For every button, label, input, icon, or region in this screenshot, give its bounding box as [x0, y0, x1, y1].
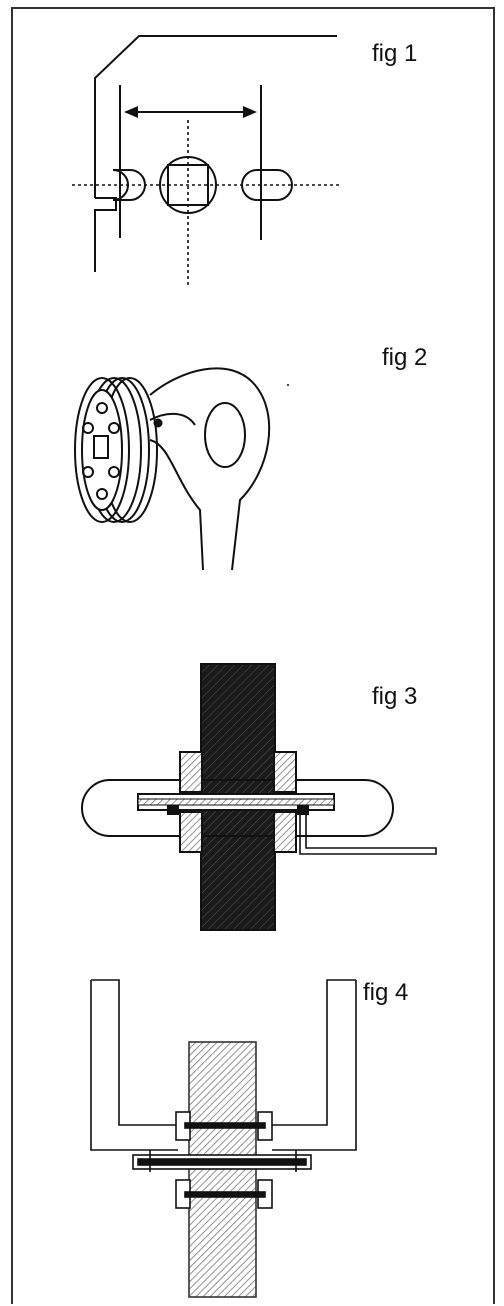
rose-hole-upper-left	[82, 422, 94, 434]
slot-left-body	[113, 169, 146, 201]
grub-screw	[153, 418, 163, 428]
bolt-top	[184, 1122, 266, 1129]
fig-1-label: fig 1	[372, 40, 418, 67]
fig-1-drilling-template	[72, 35, 340, 285]
handle-right-end	[340, 779, 394, 837]
handle-inner-loop	[204, 402, 246, 468]
stray-dot	[287, 384, 289, 386]
fig-4-label: fig 4	[363, 979, 409, 1006]
fig-3-label: fig 3	[372, 683, 418, 710]
fig-2-handle-rose	[74, 367, 289, 571]
grub-screw-left	[167, 805, 179, 815]
slot-left	[112, 169, 129, 201]
handle-left-end	[81, 779, 140, 837]
square-spindle	[167, 164, 209, 206]
lever-right-inner	[272, 979, 356, 1126]
rose-hole-lower-left	[82, 466, 94, 478]
spindle	[137, 1158, 307, 1166]
lever-left-inner	[91, 979, 178, 1126]
rose-hole-upper-right	[108, 422, 120, 434]
fig-2-label: fig 2	[382, 344, 428, 371]
rose-face	[81, 389, 123, 511]
rose-hole-lower-right	[108, 466, 120, 478]
rose-left-top	[179, 751, 203, 793]
arrow-head-right	[243, 106, 257, 118]
fig-4-section	[90, 979, 357, 1298]
rose-right-bottom	[273, 811, 297, 853]
grub-screw-right	[297, 805, 309, 815]
lever-left-outer	[90, 980, 178, 1151]
arrow-head-left	[124, 106, 138, 118]
fig-3-section	[81, 663, 437, 931]
rose-hole-bottom	[96, 488, 108, 500]
rose-left-bottom	[179, 811, 203, 853]
rose-right-top	[273, 751, 297, 793]
figure-frame	[11, 7, 495, 1304]
template-edge	[94, 197, 117, 272]
handle-outer	[149, 367, 271, 571]
lever-right-outer	[272, 980, 357, 1151]
bolt-bottom	[184, 1191, 266, 1198]
handle-lower	[149, 439, 204, 571]
rose-hole-top	[96, 402, 108, 414]
spindle	[137, 798, 335, 806]
rose-spindle-square	[93, 435, 109, 459]
template-outline	[94, 35, 337, 198]
slot-right	[241, 169, 293, 201]
allen-key	[299, 812, 437, 855]
spindle-hole	[159, 156, 217, 214]
rose-back	[74, 377, 130, 523]
